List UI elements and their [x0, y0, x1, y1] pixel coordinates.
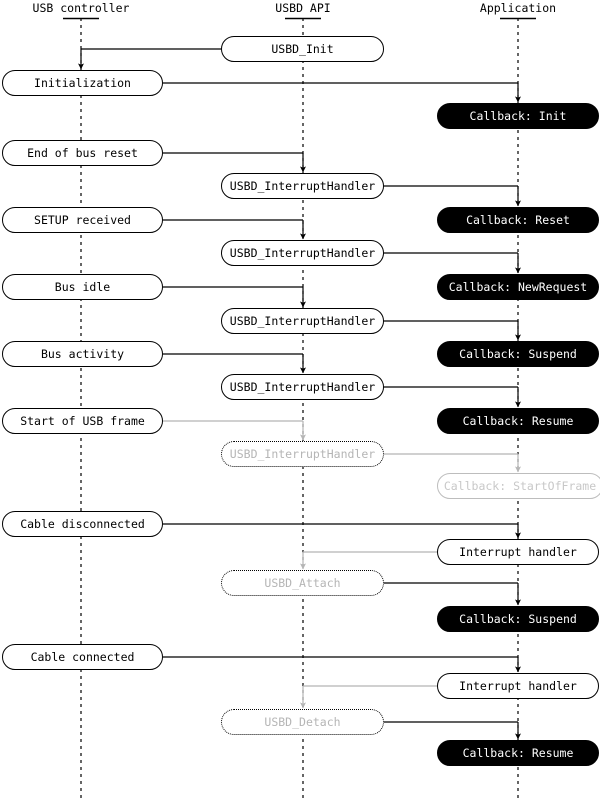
node-interrupt-handler-app-2[interactable]: Interrupt handler: [437, 673, 599, 699]
edge-cable-disconnected-to-interrupt-handler-app-1: [163, 523, 521, 539]
node-end-of-bus-reset[interactable]: End of bus reset: [2, 140, 163, 166]
edge-bus-activity-to-interrupt-handler-4: [163, 353, 306, 374]
edge-start-of-usb-frame-to-interrupt-handler-5: [163, 420, 306, 441]
node-callback-reset[interactable]: Callback: Reset: [437, 207, 599, 233]
node-cable-disconnected[interactable]: Cable disconnected: [2, 511, 163, 537]
edge-cable-connected-to-interrupt-handler-app-2: [163, 656, 521, 673]
edge-interrupt-handler-app-1-to-usbd-attach: [300, 551, 437, 570]
node-setup-received[interactable]: SETUP received: [2, 207, 163, 233]
column-header-usbd-api: USBD API: [275, 1, 331, 15]
node-callback-newrequest[interactable]: Callback: NewRequest: [437, 274, 599, 300]
node-interrupt-handler-3[interactable]: USBD_InterruptHandler: [221, 308, 384, 334]
node-interrupt-handler-1[interactable]: USBD_InterruptHandler: [221, 173, 384, 199]
node-callback-resume-2[interactable]: Callback: Resume: [437, 740, 599, 766]
edge-usbd-attach-to-callback-suspend-2: [384, 582, 521, 606]
edge-end-of-bus-reset-to-interrupt-handler-1: [163, 152, 306, 173]
edge-interrupt-handler-app-2-to-usbd-detach: [300, 685, 437, 709]
node-interrupt-handler-2[interactable]: USBD_InterruptHandler: [221, 240, 384, 266]
edge-usbd-init-to-initialization: [78, 48, 221, 70]
node-interrupt-handler-4[interactable]: USBD_InterruptHandler: [221, 374, 384, 400]
node-callback-startofframe[interactable]: Callback: StartOfFrame: [437, 473, 600, 499]
node-bus-idle[interactable]: Bus idle: [2, 274, 163, 300]
node-bus-activity[interactable]: Bus activity: [2, 341, 163, 367]
node-callback-suspend-2[interactable]: Callback: Suspend: [437, 606, 599, 632]
edge-interrupt-handler-4-to-callback-resume-1: [384, 386, 521, 408]
edge-interrupt-handler-3-to-callback-suspend-1: [384, 320, 521, 341]
node-start-of-usb-frame[interactable]: Start of USB frame: [2, 408, 163, 434]
edge-interrupt-handler-1-to-callback-reset: [384, 185, 521, 207]
edge-interrupt-handler-5-to-callback-startofframe: [384, 453, 521, 473]
edge-bus-idle-to-interrupt-handler-3: [163, 286, 306, 308]
edge-setup-received-to-interrupt-handler-2: [163, 219, 306, 240]
edge-interrupt-handler-2-to-callback-newrequest: [384, 252, 521, 274]
node-initialization[interactable]: Initialization: [2, 70, 163, 96]
node-interrupt-handler-app-1[interactable]: Interrupt handler: [437, 539, 599, 565]
edge-initialization-to-callback-init: [163, 82, 521, 103]
column-header-usb-controller: USB controller: [32, 1, 130, 15]
node-usbd-detach[interactable]: USBD_Detach: [221, 709, 384, 735]
node-usbd-init[interactable]: USBD_Init: [221, 36, 384, 62]
column-header-application: Application: [479, 1, 557, 15]
node-callback-resume-1[interactable]: Callback: Resume: [437, 408, 599, 434]
node-cable-connected[interactable]: Cable connected: [2, 644, 163, 670]
node-callback-suspend-1[interactable]: Callback: Suspend: [437, 341, 599, 367]
edge-usbd-detach-to-callback-resume-2: [384, 721, 521, 740]
node-interrupt-handler-5[interactable]: USBD_InterruptHandler: [221, 441, 384, 467]
node-usbd-attach[interactable]: USBD_Attach: [221, 570, 384, 596]
node-callback-init[interactable]: Callback: Init: [437, 103, 599, 129]
